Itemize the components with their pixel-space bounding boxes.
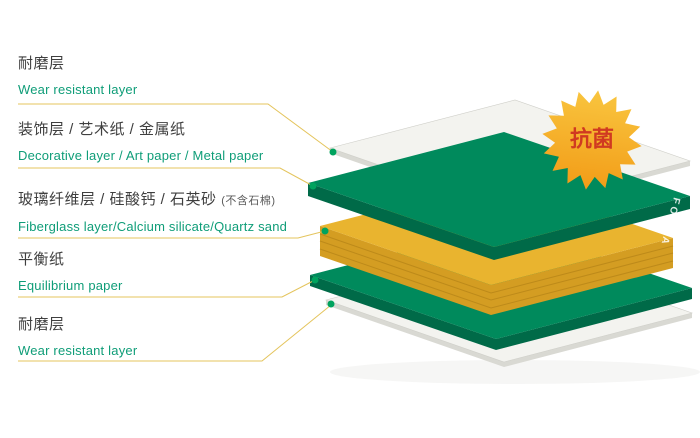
label-zh-wear-bottom: 耐磨层 [18, 316, 65, 333]
layer-dot-5 [327, 300, 335, 308]
layer-dot-4 [311, 276, 319, 284]
label-zh-equilibrium: 平衡纸 [18, 251, 65, 268]
label-group-wear-top: 耐磨层 Wear resistant layer [18, 52, 137, 100]
core-layer-stripe [319, 248, 674, 309]
label-group-fiberglass: 玻璃纤维层 / 硅酸钙 / 石英砂 (不含石棉) Fiberglass laye… [18, 188, 287, 237]
badge-text: 抗菌 [570, 127, 614, 153]
decorative-layer-edge [308, 183, 690, 260]
layer-dot-2 [309, 182, 317, 190]
layer-dot-3 [321, 227, 329, 235]
label-group-wear-bottom: 耐磨层 Wear resistant layer [18, 313, 137, 361]
label-en-wear-bottom: Wear resistant layer [18, 343, 138, 358]
label-zh-wear-top: 耐磨层 [18, 55, 65, 72]
leader-line-2 [18, 167, 314, 187]
antibacterial-badge: 抗菌 [542, 90, 642, 190]
starburst-icon [542, 90, 642, 190]
leader-lines [18, 103, 337, 362]
leader-line-5 [18, 304, 332, 362]
label-en-fiberglass: Fiberglass layer/Calcium silicate/Quartz… [18, 219, 288, 234]
label-zh-decorative: 装饰层 / 艺术纸 / 金属纸 [18, 121, 186, 138]
label-zh-fiberglass-main: 玻璃纤维层 / 硅酸钙 / 石英砂 [18, 191, 217, 208]
leader-line-4 [18, 279, 316, 298]
core-layer-stripe [319, 240, 674, 301]
leader-line-1 [18, 103, 334, 153]
equilibrium-layer-edge [310, 275, 692, 350]
bottom-wear-sheet-edge [326, 300, 692, 367]
core-layer-edge [320, 226, 673, 315]
label-en-equilibrium: Equilibrium paper [18, 278, 123, 293]
decorative-layer-face [308, 132, 690, 247]
label-zh-fiberglass-note: (不含石棉) [221, 195, 276, 207]
label-group-decorative: 装饰层 / 艺术纸 / 金属纸 Decorative layer / Art p… [18, 118, 263, 166]
label-en-wear-top: Wear resistant layer [18, 82, 138, 97]
leader-line-3 [18, 230, 326, 239]
label-en-decorative: Decorative layer / Art paper / Metal pap… [18, 148, 264, 163]
core-layer-stripe [319, 233, 674, 294]
layer-dot-1 [329, 148, 337, 156]
label-group-equilibrium: 平衡纸 Equilibrium paper [18, 248, 123, 296]
label-zh-fiberglass: 玻璃纤维层 / 硅酸钙 / 石英砂 (不含石棉) [18, 188, 287, 213]
ground-shadow [330, 360, 700, 384]
